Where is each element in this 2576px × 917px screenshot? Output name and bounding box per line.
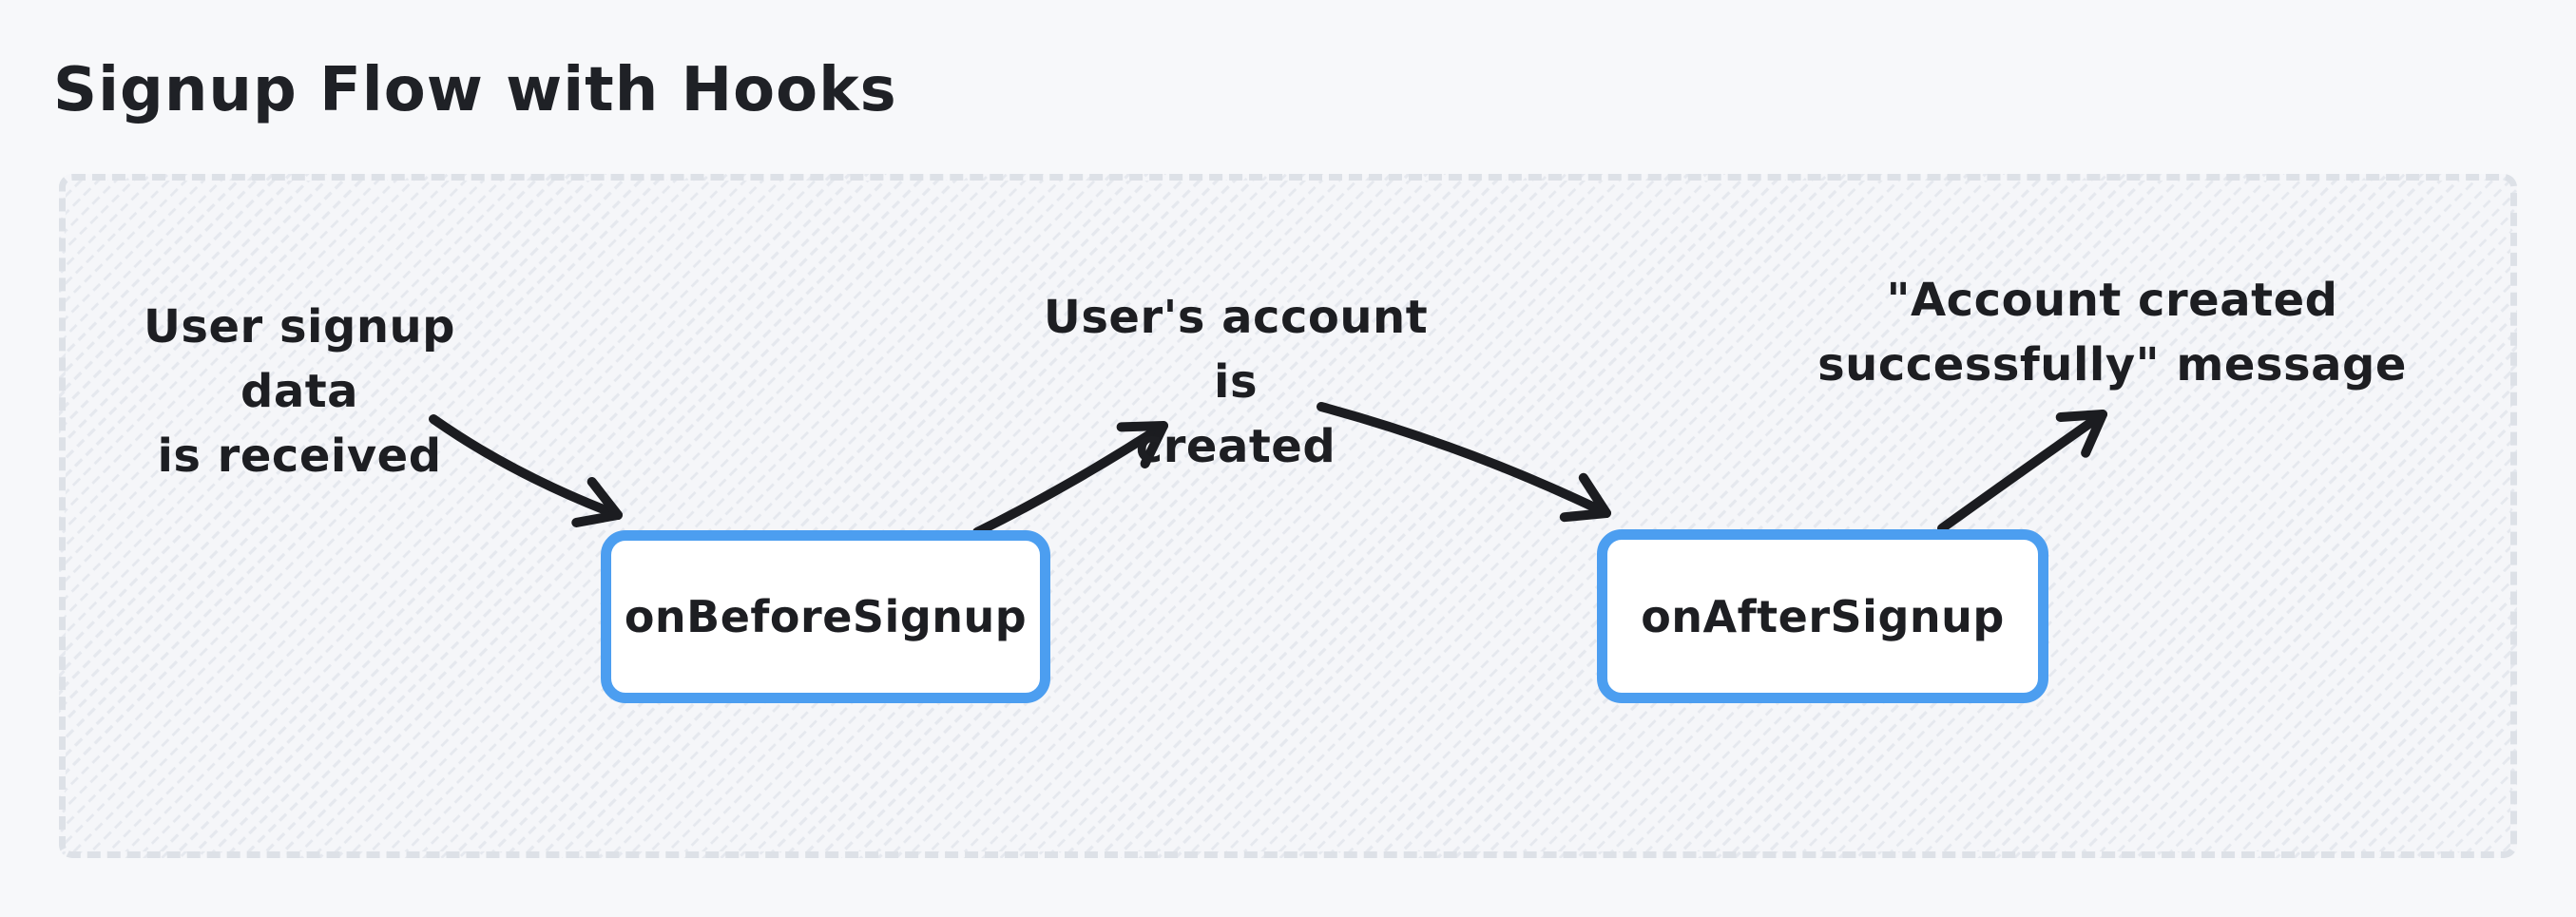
node-label-onAfterSignup: onAfterSignup bbox=[1641, 590, 2005, 642]
node-onBeforeSignup: onBeforeSignup bbox=[601, 530, 1050, 703]
annotation-line: User's account is bbox=[1043, 291, 1429, 409]
annotation-account-created: User's account is created bbox=[1017, 285, 1454, 479]
annotation-line: successfully" message bbox=[1817, 338, 2407, 392]
diagram-title: Signup Flow with Hooks bbox=[53, 55, 897, 125]
annotation-line: "Account created bbox=[1886, 274, 2338, 327]
annotation-line: is received bbox=[157, 430, 442, 483]
node-label-onBeforeSignup: onBeforeSignup bbox=[624, 591, 1028, 642]
annotation-signup-data-received: User signup data is received bbox=[81, 295, 518, 488]
node-onAfterSignup: onAfterSignup bbox=[1597, 529, 2048, 703]
annotation-success-message: "Account created successfully" message bbox=[1732, 268, 2492, 397]
annotation-line: created bbox=[1135, 420, 1336, 473]
annotation-line: User signup data bbox=[143, 300, 456, 418]
